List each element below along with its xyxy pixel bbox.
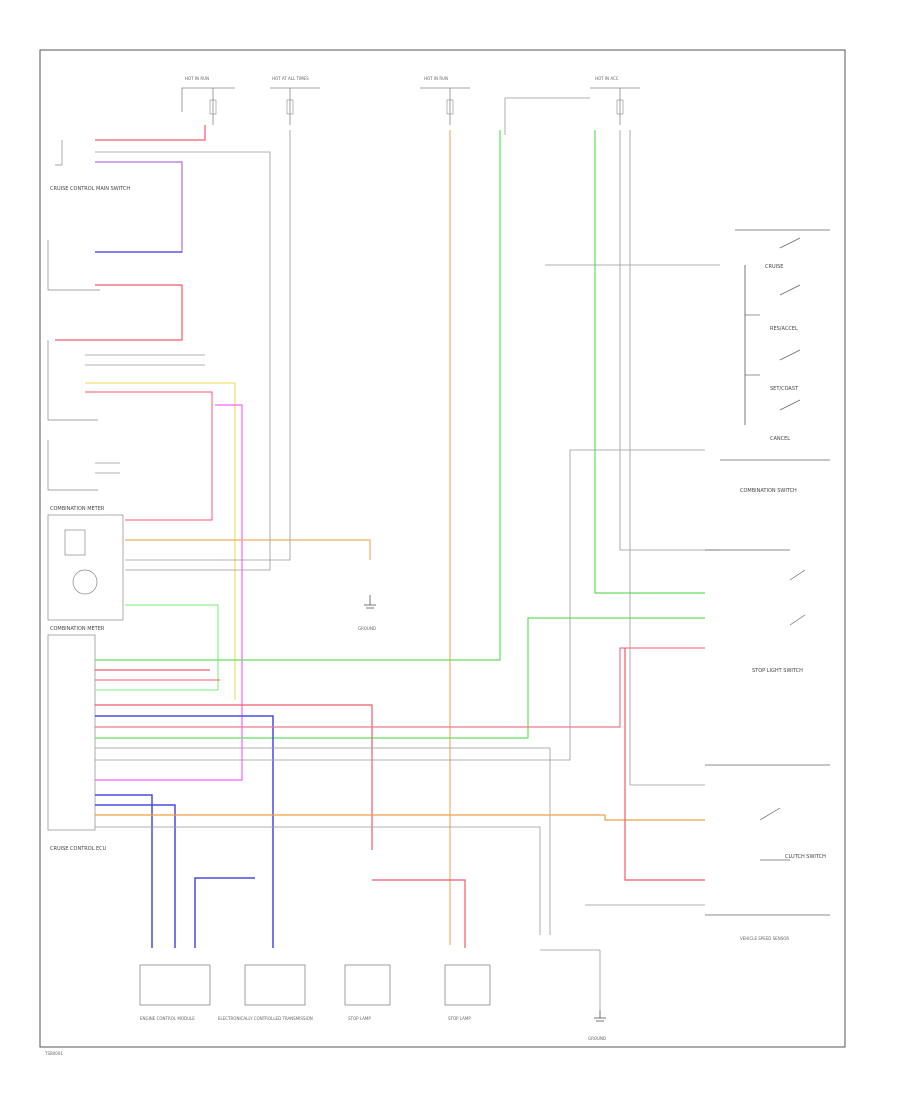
wire-gray-meter2 [125, 480, 271, 571]
label-trans: ELECTRONICALLY CONTROLLED TRANSMISSION [218, 1016, 313, 1021]
diagram-frame [39, 49, 846, 1048]
wire-orange-meter [125, 539, 371, 560]
wire-gray-top [95, 151, 271, 480]
wire-yellow-sw [85, 382, 236, 700]
wire-gray-ecu4 [95, 449, 705, 761]
left-components [47, 140, 124, 831]
fuse-label-2: HOT AT ALL TIMES [272, 76, 309, 81]
wire-red-right [624, 648, 705, 881]
wire-gray-bottom [504, 97, 590, 135]
fuse-block-4: HOT IN ACC [590, 76, 640, 125]
label-combination-meter: COMBINATION METER [50, 506, 105, 512]
fuse-label-3: HOT IN RUN [424, 76, 448, 81]
fuse-block-2: HOT AT ALL TIMES [270, 76, 320, 125]
wire-green-meter [95, 604, 219, 691]
fuse-block-1: HOT IN RUN [181, 76, 235, 125]
label-stoplamp-2: STOP LAMP [448, 1016, 471, 1021]
wire-gray-ecu5 [95, 826, 541, 935]
wire-blue-ecu3 [95, 804, 176, 948]
wire-gray-right2 [619, 130, 720, 551]
label-stoplamp-1: STOP LAMP [348, 1016, 371, 1021]
wire-blue-ecu2 [95, 794, 153, 948]
label-cancel: CANCEL [770, 436, 790, 442]
fuse-block-3: HOT IN RUN [420, 76, 470, 125]
wire-pink-sw [85, 391, 213, 521]
wire-gray-vert2 [125, 130, 291, 561]
stop-clutch-switch-group [705, 549, 830, 916]
label-combination-switch: COMBINATION SWITCH [740, 488, 797, 494]
combination-switch-group [720, 229, 830, 461]
label-ground-mid: GROUND [358, 626, 376, 631]
label-res-accel: RES/ACCEL [770, 326, 798, 332]
wire-orange-ecu [95, 814, 705, 821]
label-ground-bottom: GROUND [588, 1036, 606, 1041]
ground-symbol-bottom [594, 1010, 606, 1022]
wire-gray-right4 [629, 130, 705, 786]
label-set-coast: SET/COAST [770, 386, 799, 392]
label-cruise-main-sw: CRUISE CONTROL MAIN SWITCH [50, 186, 130, 192]
wire-red-main [55, 284, 183, 341]
label-combination-meter-2: COMBINATION METER [50, 626, 105, 632]
label-ecm: ENGINE CONTROL MODULE [140, 1016, 195, 1021]
wire-magenta-sw [95, 404, 243, 781]
wire-green-right2 [95, 617, 705, 739]
page-code: TSB0001 [44, 1051, 63, 1056]
wire-red-ecu3 [95, 647, 705, 728]
wire-blue-ecu [95, 715, 274, 948]
wire-violet [95, 161, 183, 253]
wire-gray-ecu3 [95, 747, 551, 935]
ground-symbol-mid [364, 595, 376, 609]
fuse-label-1: HOT IN RUN [185, 76, 209, 81]
label-stop-light-switch: STOP LIGHT SWITCH [752, 668, 803, 674]
wire-red-ecu2 [95, 704, 373, 850]
label-cruise: CRUISE [765, 264, 783, 270]
wire-red-bottom [372, 879, 466, 948]
bottom-components [139, 964, 491, 1006]
label-speed-sensor: VEHICLE SPEED SENSOR [740, 936, 789, 941]
wire-blue-bottom [194, 877, 255, 948]
wire-red-top [95, 125, 206, 141]
wire-green-right [594, 130, 705, 594]
wire-green-top [95, 130, 501, 661]
label-clutch-switch: CLUTCH SWITCH [785, 854, 826, 860]
fuse-label-4: HOT IN ACC [595, 76, 619, 81]
label-ecu: CRUISE CONTROL ECU [50, 846, 107, 852]
